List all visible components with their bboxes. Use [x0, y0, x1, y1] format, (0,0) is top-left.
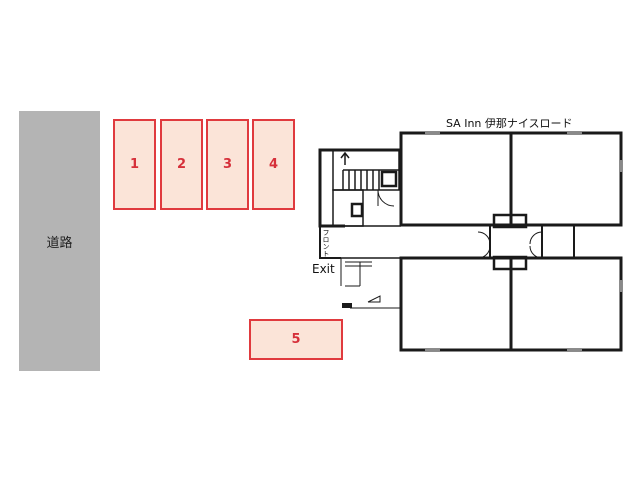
parking-space-4: 4	[252, 119, 295, 210]
hall-door-bottom	[492, 255, 528, 271]
exit-label: Exit	[312, 262, 335, 276]
building-title: SA Inn 伊那ナイスロード	[446, 117, 573, 130]
parking-space-2: 2	[160, 119, 203, 210]
interior-rooms	[332, 189, 395, 227]
parking-space-5: 5	[249, 319, 343, 360]
side-room	[541, 224, 575, 259]
room-upper-left	[399, 131, 513, 227]
outer-walls	[318, 131, 623, 352]
room-lower-right	[509, 256, 623, 352]
windows	[425, 132, 622, 351]
door-arcs	[477, 231, 543, 259]
exit-steps	[340, 258, 401, 309]
parking-space-1: 1	[113, 119, 156, 210]
parking-space-3: 3	[206, 119, 249, 210]
front-desk-label: フロント	[322, 229, 330, 257]
room-upper-right	[509, 131, 623, 227]
hall-door-top	[492, 213, 528, 229]
exit-marker	[342, 303, 352, 308]
road: 道路	[19, 111, 100, 371]
stairs	[332, 149, 400, 191]
central-hall	[489, 224, 543, 259]
road-label: 道路	[46, 235, 73, 251]
room-lower-left	[399, 256, 513, 352]
